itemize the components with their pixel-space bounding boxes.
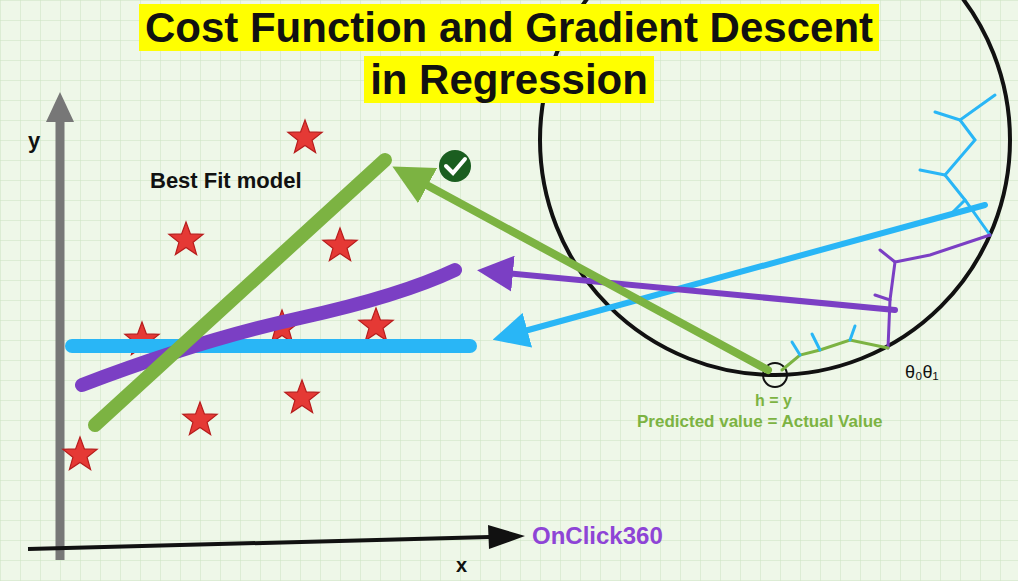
fit-lines — [72, 160, 470, 425]
equation-label: h = y — [755, 392, 792, 410]
axes — [28, 92, 525, 560]
mapping-arrows — [410, 176, 985, 370]
title-area: Cost Function and Gradient Descent in Re… — [0, 2, 1018, 106]
parameter-label: θ₀θ₁ — [905, 362, 939, 383]
data-points — [63, 120, 393, 470]
axis-label: y — [28, 128, 40, 154]
model-label: Best Fit model — [150, 168, 302, 194]
note-label: Predicted value = Actual Value — [637, 412, 883, 432]
check-icon — [439, 150, 471, 182]
axis-label: x — [456, 554, 467, 577]
title-block: Cost Function and Gradient Descent in Re… — [128, 2, 890, 106]
title: Cost Function and Gradient Descent in Re… — [139, 4, 879, 103]
watermark: OnClick360 — [532, 522, 663, 550]
